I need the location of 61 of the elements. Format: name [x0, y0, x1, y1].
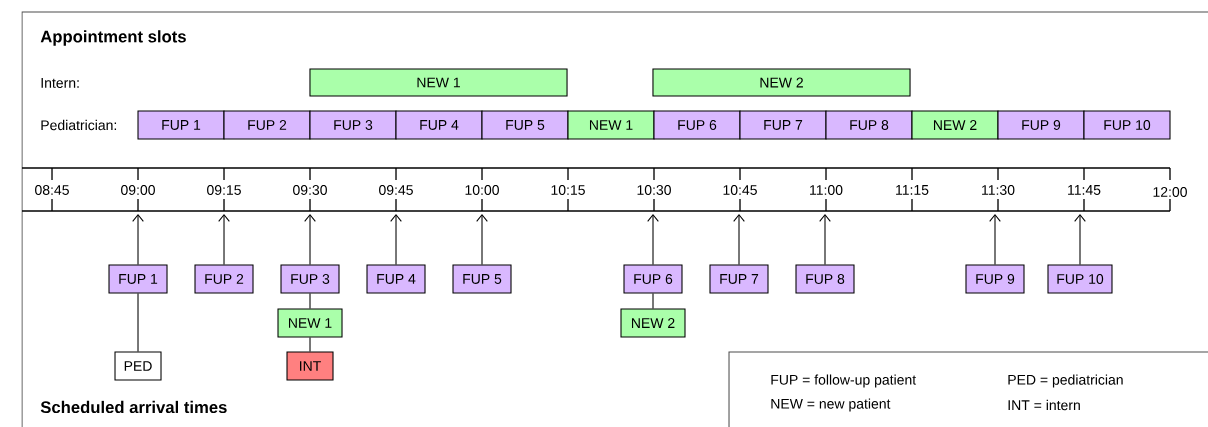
tick-label: 11:15 [894, 184, 930, 196]
tick-label: 10:00 [463, 184, 501, 196]
connector-line [652, 293, 654, 309]
heading: Scheduled arrival times [40, 400, 227, 414]
arrow [819, 213, 831, 265]
tick-label: 11:30 [980, 184, 1016, 196]
heading: Appointment slots [40, 30, 186, 46]
slot-box: FUP 1 [137, 110, 225, 140]
slot-box: FUP 4 [395, 110, 483, 140]
arrow [304, 213, 316, 265]
arrow [1074, 213, 1086, 265]
patient-box: FUP 5 [452, 264, 512, 294]
staff-box: INT [286, 351, 334, 381]
patient-box: NEW 1 [277, 308, 343, 338]
tick-label: 11:00 [808, 184, 844, 196]
tick-label: 11:45 [1066, 184, 1102, 196]
arrow [218, 213, 230, 265]
connector-line [309, 337, 311, 352]
slot-box: FUP 10 [1083, 110, 1171, 140]
staff-box: PED [114, 351, 162, 381]
arrow [647, 213, 659, 265]
patient-box: FUP 1 [108, 264, 168, 294]
tick-label: 10:30 [635, 184, 673, 196]
arrow [390, 213, 402, 265]
slot-box: FUP 5 [481, 110, 569, 140]
slot-box: FUP 3 [309, 110, 397, 140]
patient-box: FUP 7 [709, 264, 769, 294]
slot-box: NEW 2 [911, 110, 999, 140]
connector-line [309, 293, 311, 309]
slot-box: FUP 9 [997, 110, 1085, 140]
patient-box: FUP 4 [366, 264, 426, 294]
patient-box: FUP 8 [795, 264, 855, 294]
slot-box: NEW 2 [652, 68, 911, 97]
connector-line [137, 293, 139, 352]
tick-label: 10:45 [721, 184, 759, 196]
patient-box: FUP 2 [194, 264, 254, 294]
tick-label: 09:00 [119, 184, 157, 196]
patient-box: FUP 3 [280, 264, 340, 294]
slot-box: FUP 6 [653, 110, 741, 140]
slot-box: FUP 7 [739, 110, 827, 140]
patient-box: FUP 10 [1047, 264, 1113, 294]
arrow [989, 213, 1001, 265]
patient-box: FUP 6 [623, 264, 683, 294]
tick-label: 10:15 [549, 184, 587, 196]
patient-box: FUP 9 [965, 264, 1025, 294]
tick-label: 09:30 [291, 184, 329, 196]
tick-label: 09:45 [377, 184, 415, 196]
arrow [733, 213, 745, 265]
tick-label: 12:00 [1151, 186, 1189, 198]
slot-box: FUP 2 [223, 110, 311, 140]
arrow [476, 213, 488, 265]
slot-box: NEW 1 [567, 110, 655, 140]
key-box: FUP = follow-up patient PED = pediatrician NEW = new patient INT = intern [728, 351, 1208, 427]
tick-label: 08:45 [33, 184, 71, 196]
patient-box: NEW 2 [620, 308, 686, 338]
row-label: Pediatrician: [41, 119, 117, 131]
tick-label: 09:15 [205, 184, 243, 196]
row-label: Intern: [41, 78, 79, 88]
arrow [132, 213, 144, 265]
slot-box: NEW 1 [309, 68, 568, 97]
slot-box: FUP 8 [825, 110, 913, 140]
